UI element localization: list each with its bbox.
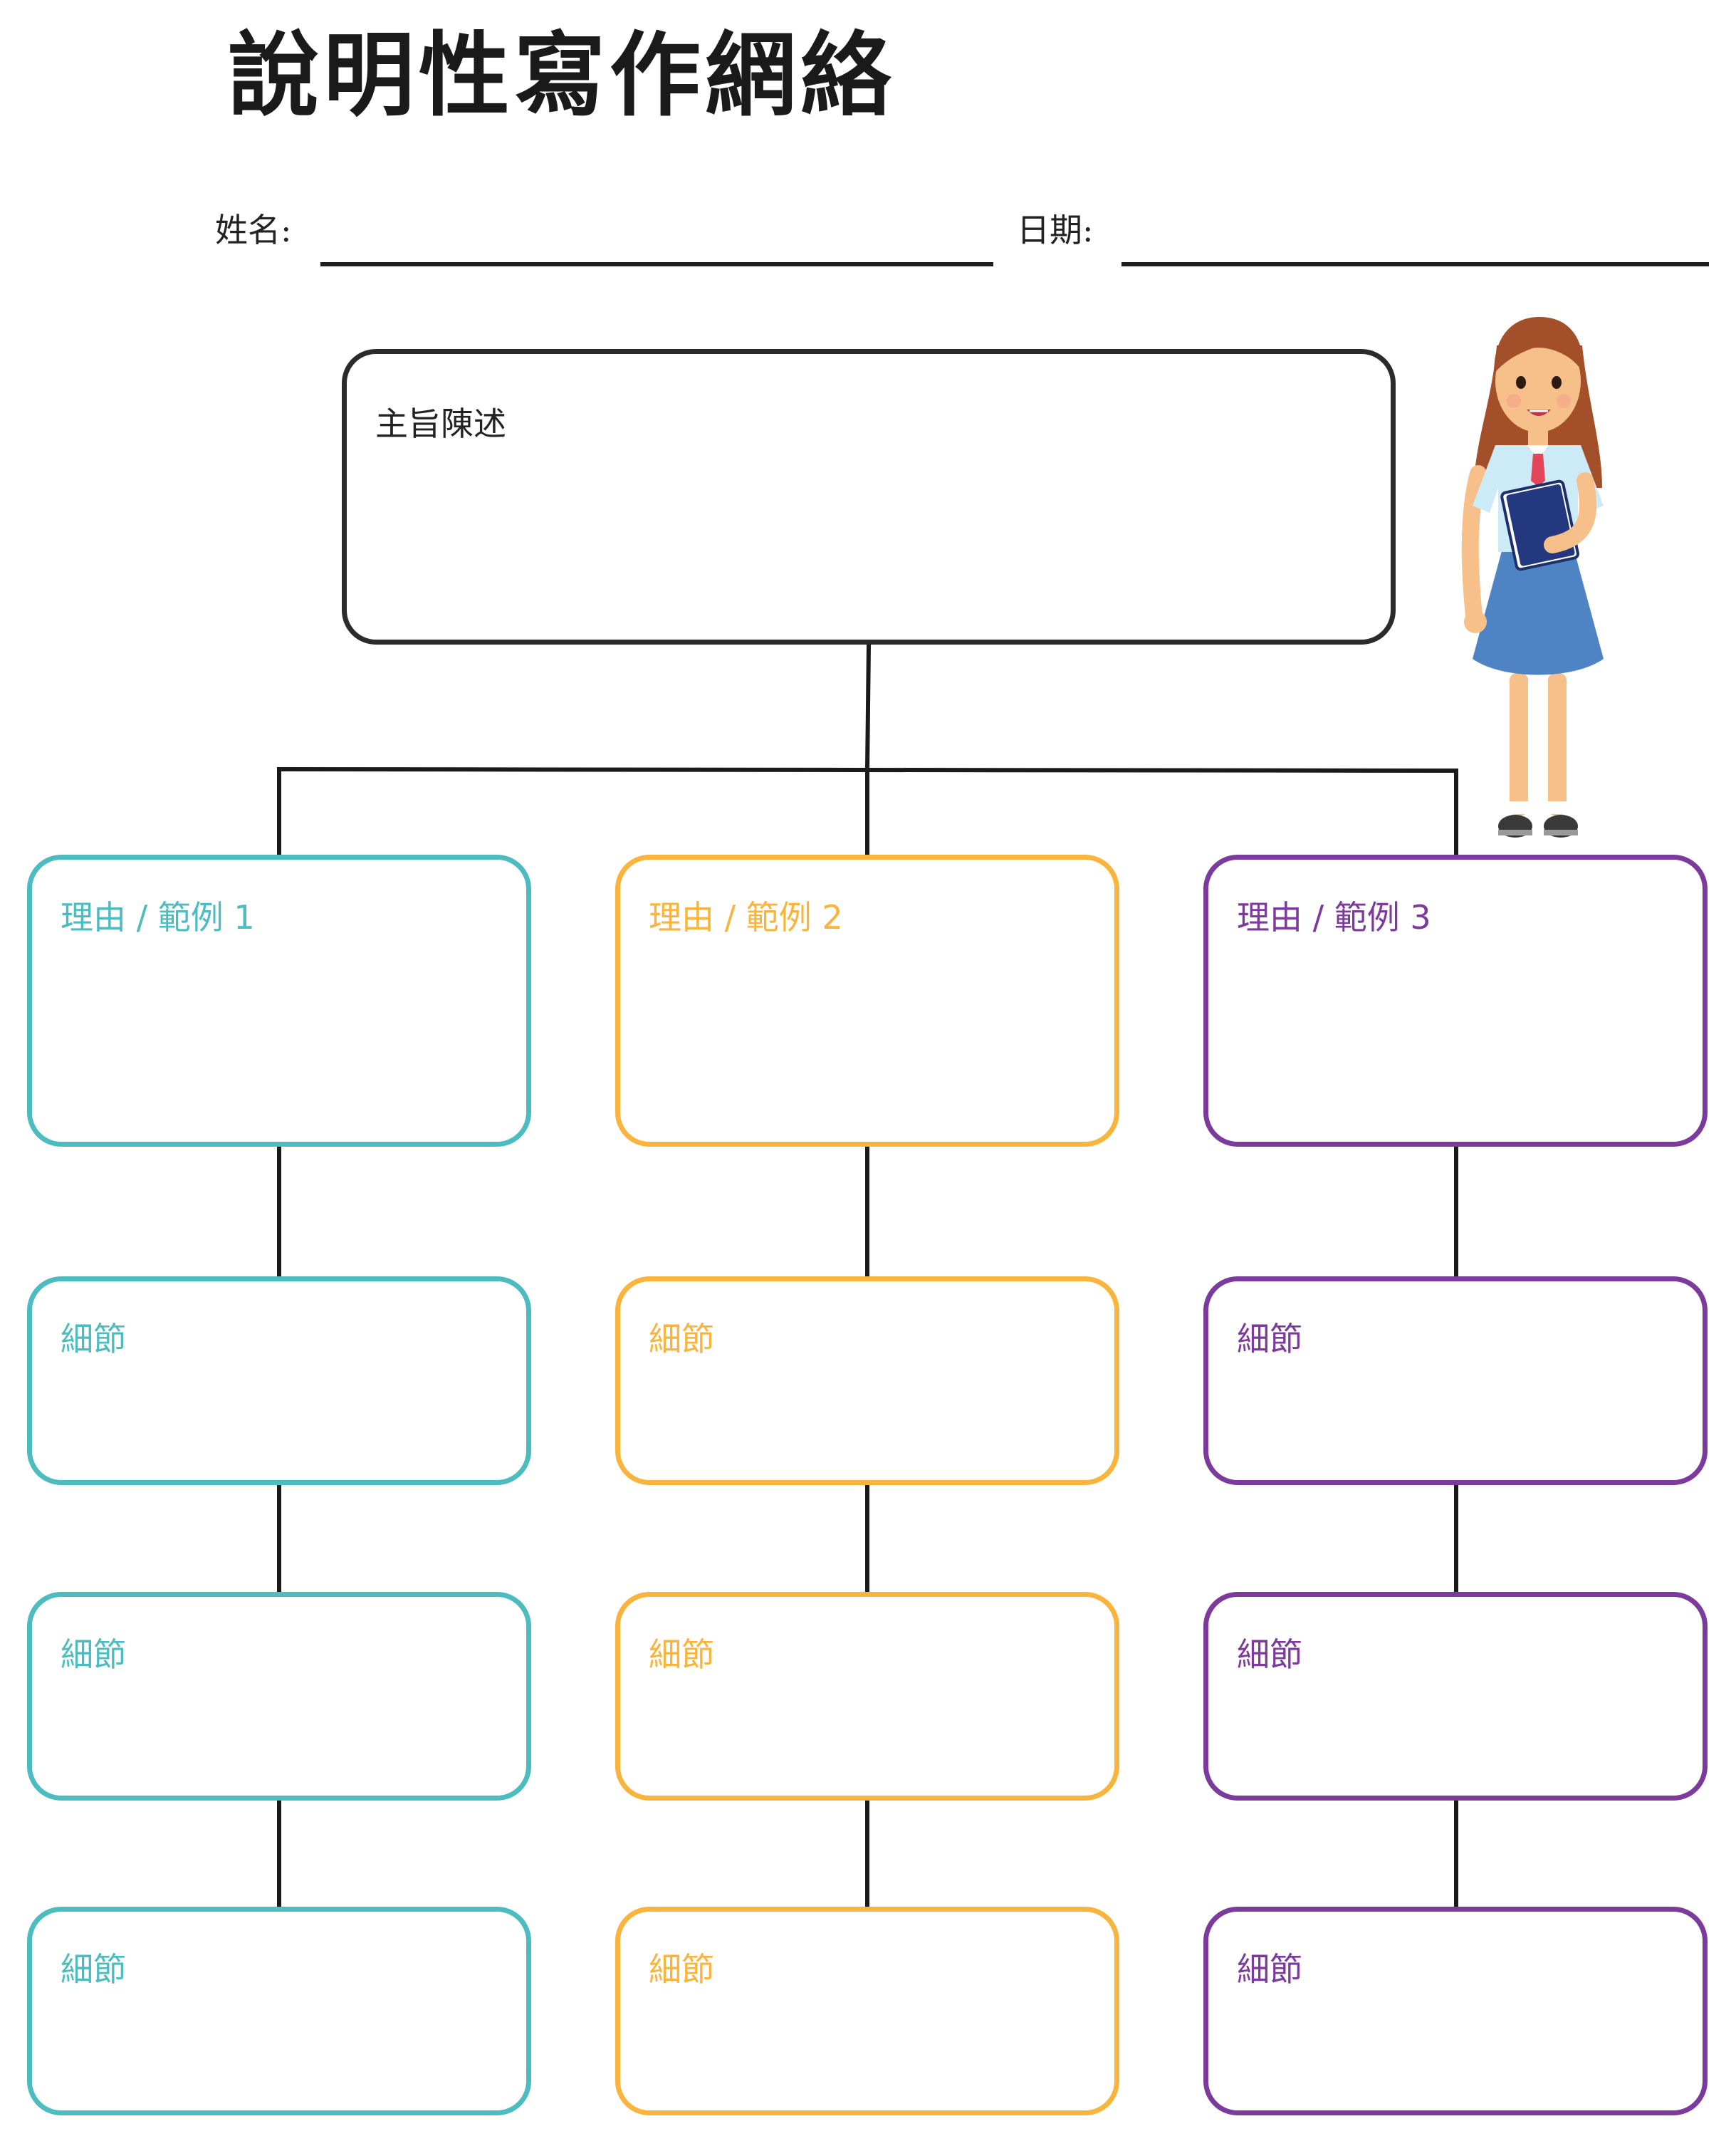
detail-box-2-3[interactable]: 細節 — [615, 1907, 1119, 2115]
thesis-stem — [864, 642, 872, 772]
reason-label-1: 理由 / 範例 1 — [61, 898, 255, 937]
reason-box-1[interactable]: 理由 / 範例 1 — [27, 855, 531, 1147]
detail-label: 細節 — [61, 1950, 126, 1989]
detail-box-3-2[interactable]: 細節 — [1203, 1592, 1708, 1801]
detail-label: 細節 — [1237, 1320, 1302, 1358]
detail-box-2-1[interactable]: 細節 — [615, 1276, 1119, 1485]
name-input-line[interactable] — [320, 262, 993, 266]
thesis-box[interactable]: 主旨陳述 — [342, 349, 1396, 645]
detail-label: 細節 — [61, 1320, 126, 1358]
detail-box-1-1[interactable]: 細節 — [27, 1276, 531, 1485]
thesis-label: 主旨陳述 — [375, 405, 506, 443]
reason-label-2: 理由 / 範例 2 — [649, 898, 843, 937]
student-girl-illustration — [1461, 317, 1604, 838]
detail-box-1-2[interactable]: 細節 — [27, 1592, 531, 1801]
detail-box-2-2[interactable]: 細節 — [615, 1592, 1119, 1801]
reason-box-2[interactable]: 理由 / 範例 2 — [615, 855, 1119, 1147]
detail-box-3-1[interactable]: 細節 — [1203, 1276, 1708, 1485]
name-label: 姓名: — [215, 211, 292, 249]
date-input-line[interactable] — [1121, 262, 1709, 266]
reason-box-3[interactable]: 理由 / 範例 3 — [1203, 855, 1708, 1147]
detail-box-1-3[interactable]: 細節 — [27, 1907, 531, 2115]
detail-label: 細節 — [61, 1635, 126, 1674]
reason-label-3: 理由 / 範例 3 — [1237, 898, 1431, 937]
worksheet-title: 說明性寫作網絡 — [228, 22, 896, 129]
detail-label: 細節 — [649, 1320, 714, 1358]
detail-label: 細節 — [649, 1635, 714, 1674]
detail-box-3-3[interactable]: 細節 — [1203, 1907, 1708, 2115]
detail-label: 細節 — [1237, 1950, 1302, 1989]
detail-label: 細節 — [649, 1950, 714, 1989]
date-label: 日期: — [1017, 211, 1094, 249]
detail-label: 細節 — [1237, 1635, 1302, 1674]
